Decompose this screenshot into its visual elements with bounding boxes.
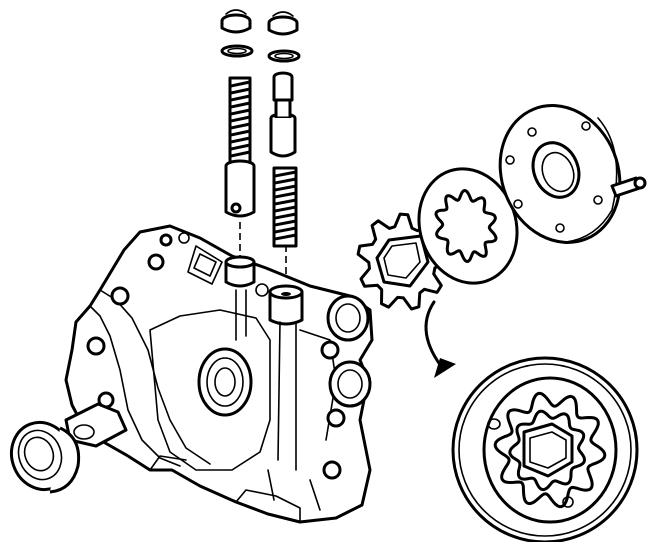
- spring-coil: [228, 80, 252, 88]
- relief-plunger-left: [224, 159, 256, 218]
- spring-coil: [228, 143, 252, 151]
- spring-coil: [272, 205, 298, 213]
- spring-coil: [272, 177, 298, 185]
- relief-plunger-right: [269, 71, 297, 158]
- spring-coil: [272, 212, 298, 220]
- seal-ring-left: [220, 44, 254, 58]
- outer-rotor: [417, 167, 519, 285]
- spring-coil: [272, 170, 298, 178]
- spring-coil: [228, 115, 252, 123]
- spring-coil: [228, 129, 252, 137]
- spring-coil: [272, 226, 298, 234]
- spring-coil: [228, 122, 252, 130]
- spring-coil: [272, 233, 298, 241]
- spring-coil: [228, 136, 252, 144]
- rotor-detail: [451, 356, 639, 542]
- plug-left: [220, 9, 252, 34]
- plug-right: [267, 11, 299, 36]
- spring-coil: [272, 184, 298, 192]
- seal-ring-right: [267, 49, 301, 63]
- shaft-seal: [10, 420, 81, 494]
- spring-coil: [272, 198, 298, 206]
- pump-cover: [498, 104, 647, 244]
- pump-housing: [64, 224, 374, 524]
- relief-spring-right: [272, 166, 298, 248]
- spring-coil: [272, 191, 298, 199]
- spring-coil: [228, 101, 252, 109]
- spring-coil: [272, 219, 298, 227]
- spring-coil: [228, 87, 252, 95]
- relief-spring-left: [228, 76, 252, 166]
- spring-coil: [228, 150, 252, 158]
- detail-pointer-arrow: [424, 300, 456, 378]
- spring-coil: [228, 108, 252, 116]
- spring-coil: [228, 94, 252, 102]
